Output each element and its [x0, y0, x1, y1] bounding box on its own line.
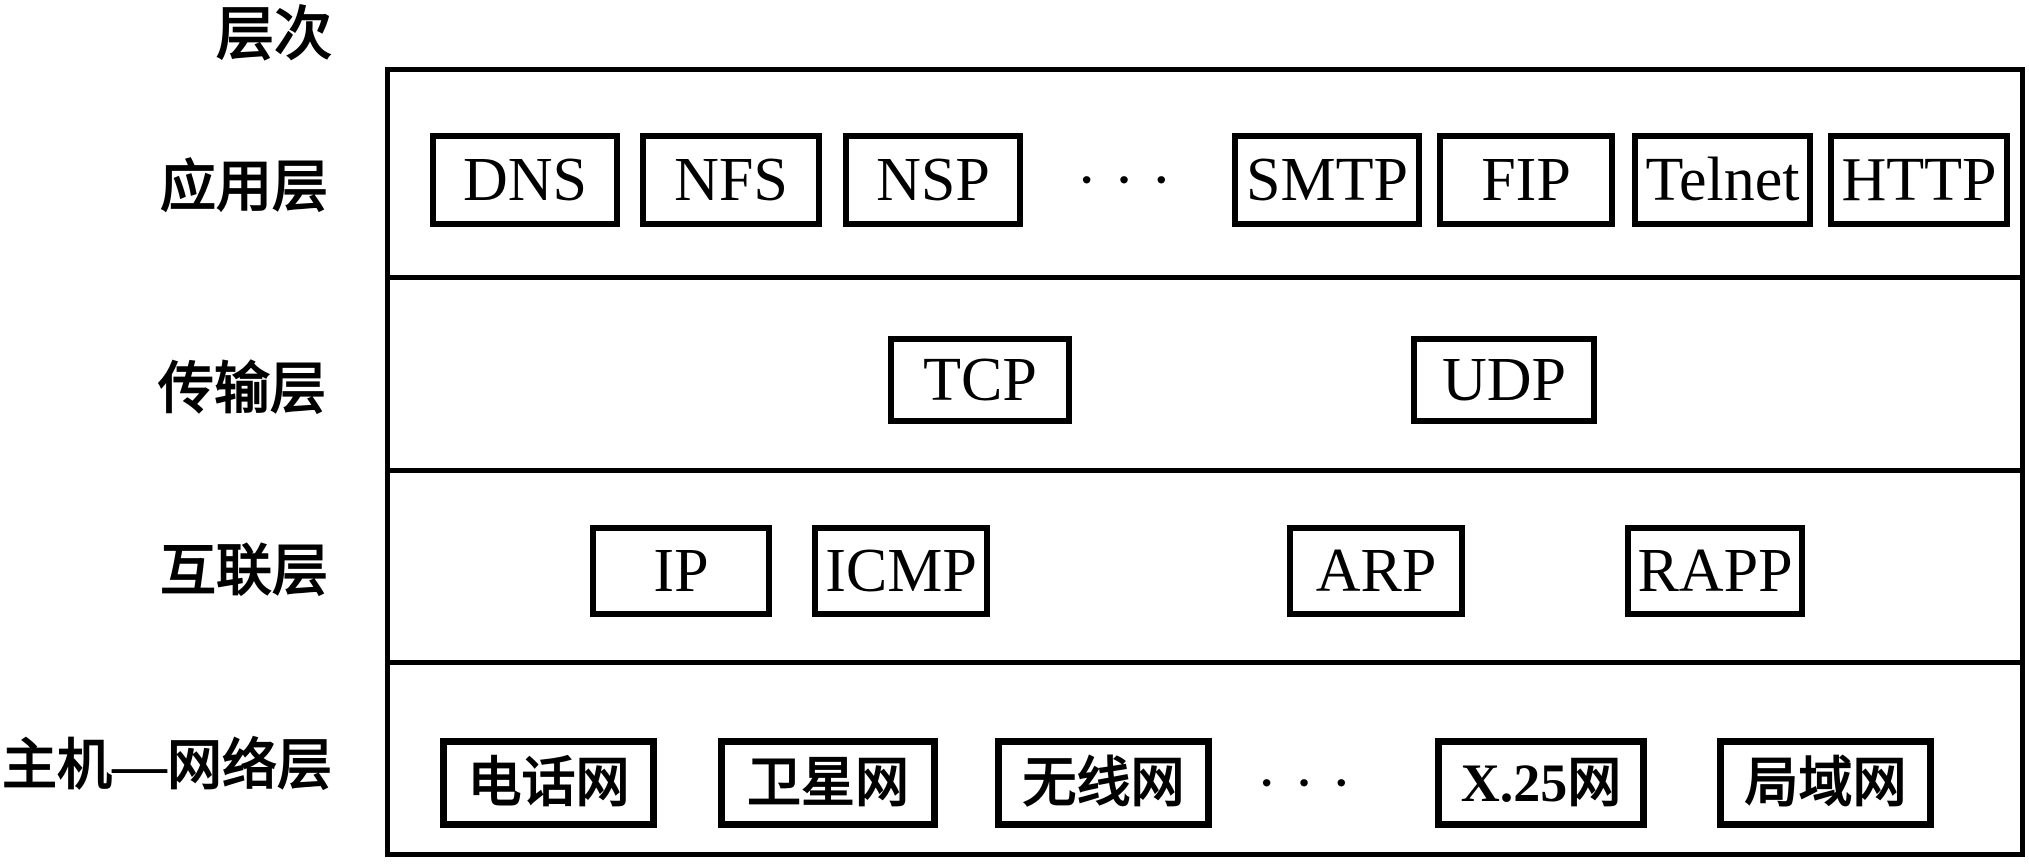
protocol-box-dns: DNS	[430, 133, 620, 227]
protocol-box-telnet: Telnet	[1632, 133, 1813, 227]
divider-transport-internet	[390, 468, 2020, 473]
protocol-box-tcp: TCP	[888, 336, 1072, 424]
hostnetwork-ellipsis: ···	[1258, 757, 1372, 808]
protocol-box-icmp: ICMP	[812, 525, 990, 617]
protocol-stack-outline: DNS NFS NSP ··· SMTP FIP Telnet HTTP TCP…	[385, 67, 2025, 857]
protocol-box-rapp: RAPP	[1625, 525, 1805, 617]
network-box-telephone: 电话网	[440, 738, 657, 828]
column-header-layers: 层次	[216, 2, 333, 67]
protocol-box-nsp: NSP	[843, 133, 1023, 227]
divider-application-transport	[390, 275, 2020, 280]
protocol-box-ip: IP	[590, 525, 772, 617]
protocol-box-http: HTTP	[1828, 133, 2010, 227]
protocol-box-arp: ARP	[1287, 525, 1465, 617]
protocol-box-smtp: SMTP	[1232, 133, 1422, 227]
divider-internet-hostnetwork	[390, 660, 2020, 665]
protocol-box-fip: FIP	[1437, 133, 1615, 227]
network-box-wireless: 无线网	[995, 738, 1212, 828]
network-box-lan: 局域网	[1717, 738, 1934, 828]
layer-label-application: 应用层	[160, 157, 328, 219]
layer-label-internet: 互联层	[160, 541, 328, 603]
network-box-satellite: 卫星网	[718, 738, 938, 828]
network-box-x25: X.25网	[1435, 738, 1647, 828]
layer-label-transport: 传输层	[158, 359, 326, 421]
protocol-box-udp: UDP	[1411, 336, 1597, 424]
protocol-box-nfs: NFS	[640, 133, 822, 227]
layer-label-host-network: 主机—网络层	[2, 735, 333, 796]
application-ellipsis: ···	[1078, 154, 1192, 205]
